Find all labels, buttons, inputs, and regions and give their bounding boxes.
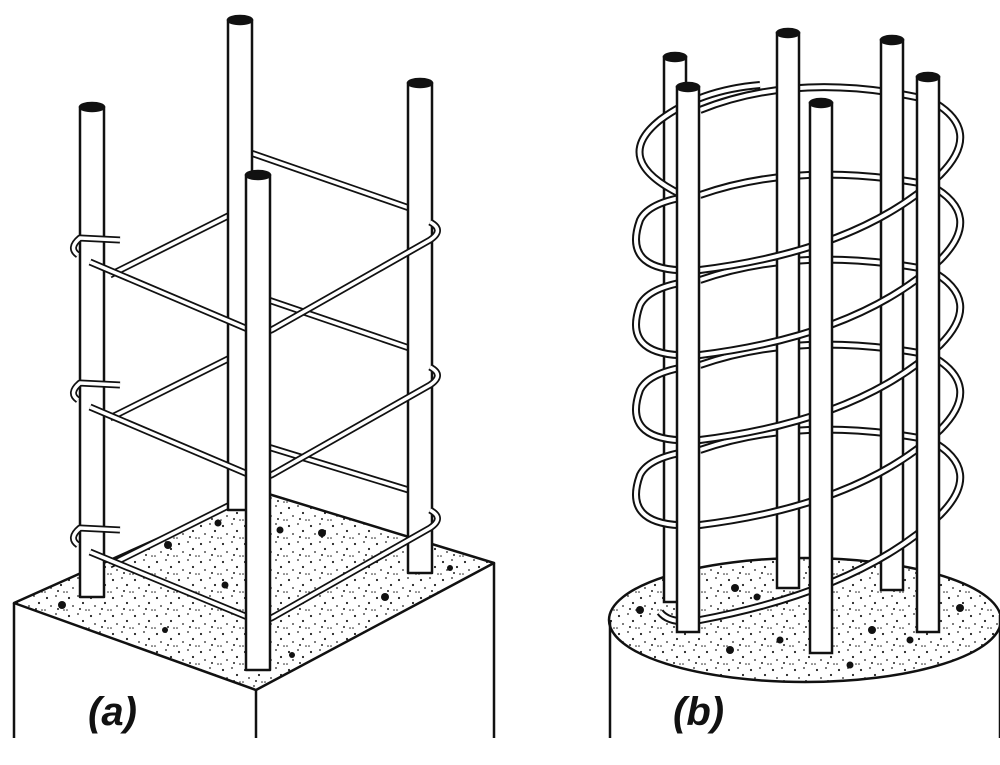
longitudinal-bar-left (78, 101, 106, 599)
longitudinal-bar-5 (808, 97, 834, 655)
panel-label-b: (b) (673, 690, 725, 734)
longitudinal-bar-3 (879, 34, 905, 592)
panel-b-spiral-column (607, 27, 1000, 738)
panel-a-tied-column (12, 14, 496, 738)
longitudinal-bar-2 (775, 27, 801, 590)
longitudinal-bar-front (244, 169, 272, 672)
longitudinal-bar-6 (915, 71, 941, 634)
panel-label-a: (a) (88, 690, 137, 734)
longitudinal-bar-right (406, 77, 434, 575)
longitudinal-bar-4 (675, 81, 701, 634)
